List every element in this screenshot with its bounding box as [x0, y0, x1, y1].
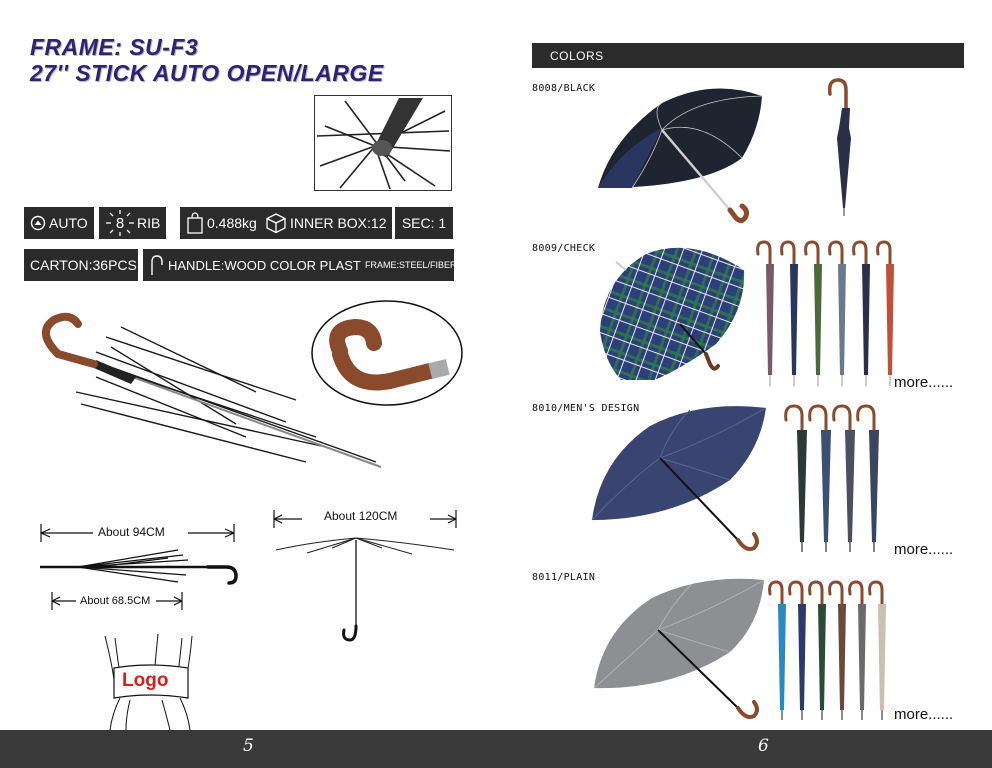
more-8010-link[interactable]: more...... [894, 541, 954, 558]
mens-umbrellas-closed-image [784, 404, 879, 552]
model-8008-label: 8008/BLACK [532, 83, 596, 94]
sec-value: SEC: 1 [401, 215, 447, 231]
folded-length-label: About 94CM [96, 525, 167, 539]
weight-value: 0.488kg [207, 215, 257, 231]
page-footer [0, 730, 992, 768]
rib-count: 8 [115, 215, 125, 232]
frame-title: FRAME: SU-F3 [30, 34, 199, 60]
rib-count-badge: 8 RIB [99, 207, 167, 239]
plain-umbrellas-closed-image [768, 580, 886, 720]
colors-title: COLORS [550, 48, 604, 63]
more-8011-link[interactable]: more...... [894, 706, 954, 723]
more-8009-link[interactable]: more...... [894, 374, 954, 391]
model-8009-label: 8009/CHECK [532, 243, 596, 254]
folded-length-diagram [40, 524, 238, 610]
black-umbrella-closed-image [827, 78, 851, 216]
open-diameter-diagram [273, 510, 457, 642]
model-8010-label: 8010/MEN'S DESIGN [532, 403, 640, 414]
folded-frame-image [42, 312, 382, 468]
shaft-length-label: About 68.5CM [78, 595, 153, 607]
handle-closeup-image [311, 300, 463, 406]
weight-badge: 0.488kg [180, 207, 263, 239]
mens-umbrella-open-image [591, 406, 767, 551]
carton-badge: CARTON:36PCS [24, 249, 138, 281]
sec-badge: SEC: 1 [395, 207, 453, 239]
open-diameter-label: About 120CM [322, 509, 400, 523]
frame-material-value: FRAME:STEEL/FIBER [365, 260, 457, 270]
logo-text: Logo [122, 670, 169, 691]
auto-open-label: AUTO [49, 215, 88, 231]
model-8011-label: 8011/PLAIN [532, 572, 596, 583]
rib-label: RIB [137, 215, 161, 231]
page-number-left: 5 [243, 736, 254, 756]
check-umbrellas-closed-image [756, 240, 894, 386]
auto-open-badge: AUTO [24, 207, 94, 239]
inner-box-badge: INNER BOX:12 [259, 207, 393, 239]
colors-header: COLORS [532, 43, 964, 68]
box-icon [266, 213, 286, 234]
handle-value: HANDLE:WOOD COLOR PLASTIC [168, 257, 374, 273]
frame-material-badge: FRAME:STEEL/FIBER [362, 249, 457, 281]
handle-badge: HANDLE:WOOD COLOR PLASTIC [143, 249, 380, 281]
logo-wrap-image [104, 634, 193, 730]
plain-umbrella-open-image [593, 578, 765, 719]
auto-open-icon [30, 215, 46, 231]
carton-value: CARTON:36PCS [30, 257, 137, 273]
check-umbrella-open-image [600, 247, 745, 380]
weight-icon [187, 212, 203, 234]
frame-subtitle: 27'' STICK AUTO OPEN/LARGE [30, 60, 384, 86]
black-umbrella-open-image [598, 88, 763, 224]
rib-burst-icon: 8 [105, 209, 135, 237]
hook-handle-icon [151, 255, 163, 275]
page-number-right: 6 [758, 736, 769, 756]
rib-runner-detail-image [314, 95, 452, 191]
inner-box-value: INNER BOX:12 [290, 215, 387, 231]
